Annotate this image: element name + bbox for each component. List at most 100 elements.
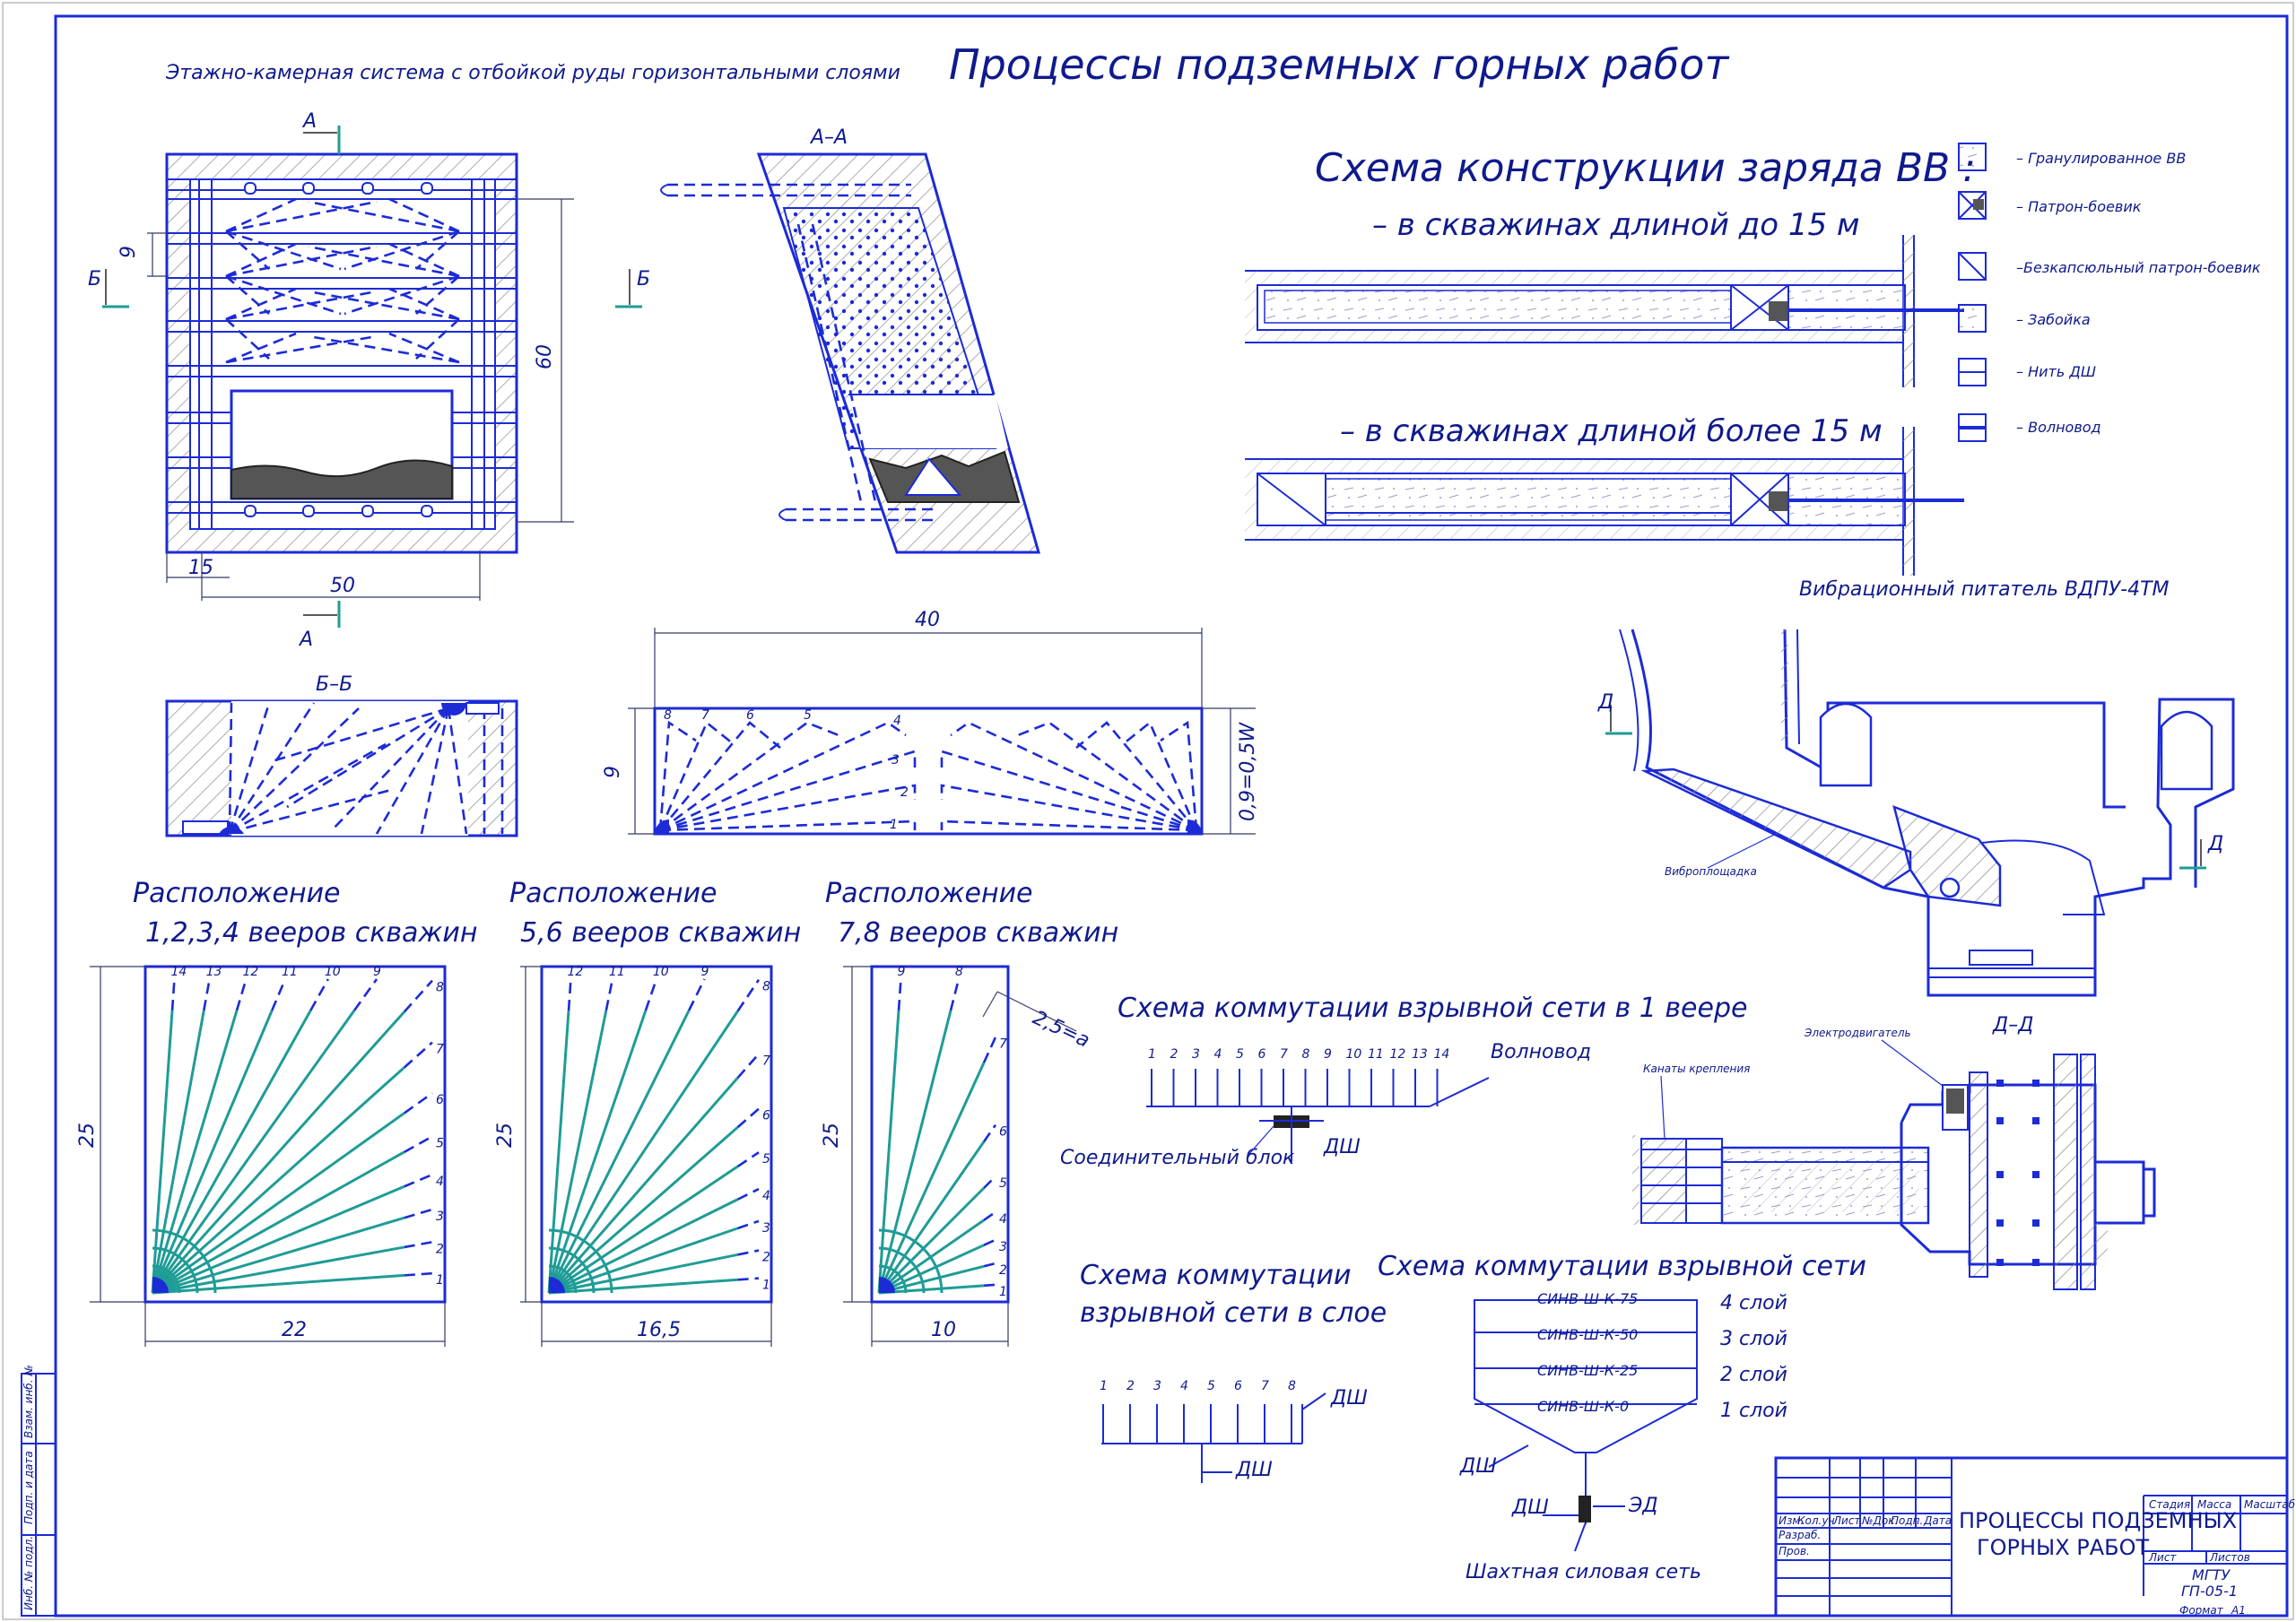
comm2-tap-number: 5 <box>1207 1379 1215 1393</box>
plan-dim-offset: 15 <box>188 557 213 579</box>
fan-hole <box>547 1010 648 1294</box>
svg-text:взрывной сети в слое: взрывной сети в слое <box>1080 1297 1387 1329</box>
fan-hole-number: 5 <box>762 1152 770 1167</box>
comm3-ds1: ДШ <box>1459 1455 1497 1478</box>
fan-hole <box>877 1141 986 1294</box>
bb-dim-width: 40 <box>915 609 940 631</box>
legend-item: – Нить ДШ <box>1958 358 2096 386</box>
fan-hole <box>151 1066 405 1295</box>
fan2-dim-height: 25 <box>494 1123 517 1148</box>
fan-hole-end <box>983 1175 996 1189</box>
fan-hole-number: 5 <box>999 1176 1007 1191</box>
svg-text:Масштаб: Масштаб <box>2244 1498 2296 1511</box>
comm1-tap-number: 7 <box>1280 1047 1288 1062</box>
svg-text:Пров.: Пров. <box>1779 1545 1810 1557</box>
svg-text:Подп.: Подп. <box>1891 1514 1923 1527</box>
fan-hole-end <box>644 978 658 1011</box>
fan-hole <box>152 1112 405 1295</box>
comm1-tap-number: 10 <box>1346 1047 1362 1062</box>
sheet-subtitle: Этажно-камерная система с отбойкой руды … <box>165 62 900 84</box>
inner-frame <box>54 14 2289 1618</box>
stamp-org: МГТУ <box>2192 1566 2231 1583</box>
comm3-ed: ЭД <box>1628 1495 1658 1517</box>
fan-hole-end <box>604 978 614 1011</box>
legend-item: – Забойка <box>1958 304 2091 333</box>
fan-hole-number: 7 <box>999 1037 1007 1052</box>
svg-text:Расположение: Расположение <box>825 878 1033 909</box>
section-a-bottom: А <box>298 629 313 651</box>
fan-hole <box>547 1010 691 1294</box>
comm1-block: Соединительный блок <box>1060 1147 1295 1169</box>
svg-text:Схема коммутации: Схема коммутации <box>1080 1260 1351 1291</box>
plan-dim-step: 9 <box>117 246 140 258</box>
plan-view: 60 50 15 9 А А Б Б <box>88 110 650 651</box>
fan1-dim-width: 22 <box>282 1319 307 1341</box>
svg-text:Схема коммутации взрывной сети: Схема коммутации взрывной сети в 1 веере <box>1118 993 1747 1024</box>
fan-hole-end <box>736 1107 760 1129</box>
section-bb: Б–Б <box>165 673 518 837</box>
fan-hole-end <box>736 978 761 1012</box>
fan-hole-number: 4 <box>999 1212 1007 1227</box>
comm1-tap-number: 5 <box>1236 1047 1244 1062</box>
svg-text:Расположение: Расположение <box>509 878 718 909</box>
section-b-left: Б <box>88 268 101 291</box>
comm2-tap-number: 2 <box>1126 1379 1135 1393</box>
comm3-row-layer: 1 слой <box>1720 1400 1787 1422</box>
fan-hole <box>878 1244 985 1295</box>
section-d-left: Д <box>1597 691 1613 714</box>
svg-text:Кол.уч: Кол.уч <box>1797 1514 1835 1527</box>
fan-hole-end <box>203 978 211 1011</box>
fan-hole-number: 12 <box>567 965 583 979</box>
comm2-tap-number: 4 <box>1180 1379 1188 1393</box>
stamp-title-line1: ПРОЦЕССЫ ПОДЗЕМНЫХ <box>1959 1508 2237 1533</box>
svg-text:– Гранулированное ВВ: – Гранулированное ВВ <box>2016 150 2186 167</box>
fan-hole <box>151 1010 174 1294</box>
fan-hole-number: 3 <box>436 1210 444 1224</box>
comm2-tap-number: 8 <box>1288 1379 1296 1393</box>
fan-hole-end <box>309 978 329 1011</box>
fan-hole-number: 8 <box>955 965 963 979</box>
fan-hole <box>151 1010 356 1294</box>
fan-hole-end <box>687 978 706 1011</box>
fan3-dim-width: 10 <box>931 1319 956 1341</box>
bb-num: 1 <box>890 818 898 832</box>
comm3-row-layer: 3 слой <box>1720 1328 1787 1350</box>
bb-dim-height: 9 <box>602 766 624 778</box>
svg-text:– Волновод: – Волновод <box>2016 419 2101 436</box>
plan-dim-height: 60 <box>534 344 556 369</box>
fan-hole-end <box>983 1238 996 1246</box>
bb-num: 3 <box>891 753 900 768</box>
fan-hole-number: 9 <box>897 965 905 979</box>
comm3-row-layer: 2 слой <box>1720 1364 1787 1386</box>
fan-hole-number: 2 <box>436 1242 444 1256</box>
stamp-code: ГП-05-1 <box>2181 1583 2238 1600</box>
fan-hole-number: 1 <box>762 1279 770 1293</box>
fan-hole-number: 6 <box>999 1125 1007 1140</box>
comm-scheme-fan: Схема коммутации взрывной сети в 1 веере… <box>1060 993 1747 1169</box>
fan-hole <box>151 1010 205 1294</box>
comm1-tap-number: 1 <box>1148 1047 1156 1062</box>
svg-text:7,8 вееров скважин: 7,8 вееров скважин <box>838 917 1118 949</box>
fan-hole-end <box>271 978 287 1011</box>
feeder-ropes-label: Канаты крепления <box>1643 1063 1750 1075</box>
comm1-tap-number: 14 <box>1434 1047 1450 1062</box>
section-d-right: Д <box>2207 833 2223 855</box>
fan-hole <box>152 1273 404 1295</box>
fan-hole <box>548 1253 738 1295</box>
fan-hole <box>548 1165 739 1295</box>
fan-hole-end <box>403 979 433 1013</box>
svg-text:Изм.: Изм. <box>1779 1514 1804 1527</box>
svg-text:– Нить ДШ: – Нить ДШ <box>2016 363 2096 380</box>
fan-hole-end <box>982 1037 997 1063</box>
stamp-title-line2: ГОРНЫХ РАБОТ <box>1977 1535 2150 1560</box>
fan-hole-number: 9 <box>700 965 709 979</box>
svg-text:Инб. № подл.: Инб. № подл. <box>22 1536 35 1610</box>
comm2-ds1: ДШ <box>1330 1387 1368 1409</box>
bb-num: 8 <box>664 708 672 723</box>
